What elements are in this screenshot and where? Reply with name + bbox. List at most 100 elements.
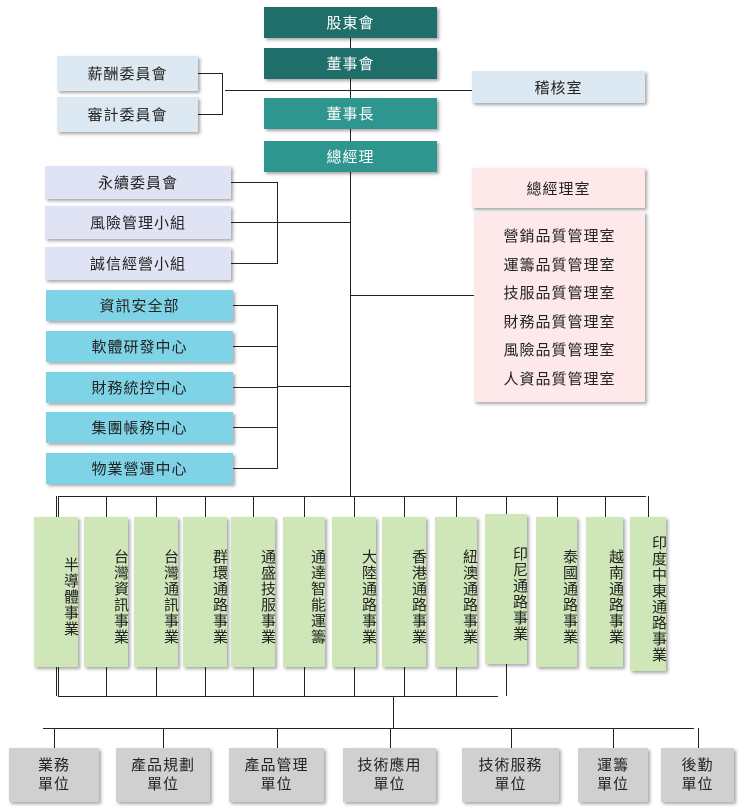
business-drop-line	[605, 496, 606, 517]
function-unit-line2: 單位	[373, 775, 406, 793]
gm-office-connector	[350, 295, 474, 296]
business-bottom-stub	[404, 667, 405, 696]
gm-office-item: 營銷品質管理室	[503, 227, 616, 246]
business-unit-box: 通盛技服事業	[231, 517, 277, 667]
sustainability-committee-box: 永續委員會	[45, 166, 231, 199]
function-unit-box: 技術應用單位	[343, 748, 436, 802]
business-drop-line	[106, 496, 107, 517]
business-bottom-stub	[156, 667, 157, 696]
center-box-2: 軟體研發中心	[46, 331, 233, 362]
business-drop-line	[557, 496, 558, 517]
function-unit-line2: 單位	[260, 775, 293, 793]
business-drop-line	[205, 496, 206, 517]
business-unit-box: 越南通路事業	[586, 517, 625, 667]
sust-stub	[231, 182, 277, 183]
business-drop-line	[354, 496, 355, 517]
gm-office-title-box: 總經理室	[472, 168, 645, 208]
chairman-box: 董事長	[264, 98, 437, 129]
unit-drop-stub	[511, 728, 512, 748]
center-stub-1	[233, 305, 277, 306]
board-audit-connector	[225, 90, 472, 91]
function-unit-line1: 產品規劃	[130, 756, 195, 775]
integrity-group-box: 誠信經營小組	[45, 247, 231, 280]
business-unit-box: 印尼通路事業	[485, 514, 529, 664]
audit-office-box: 稽核室	[472, 71, 645, 103]
business-bottom-bus	[58, 696, 498, 697]
center-box-3: 財務統控中心	[46, 372, 233, 403]
comp-committee-stub	[198, 73, 222, 74]
main-trunk-line	[350, 37, 351, 497]
audit-committee-box: 審計委員會	[57, 97, 198, 132]
function-unit-line1: 後勤	[681, 756, 714, 775]
center-box-4: 集團帳務中心	[46, 412, 233, 443]
business-unit-box: 台灣資訊事業	[84, 517, 130, 667]
compensation-committee-box: 薪酬委員會	[57, 56, 198, 91]
function-unit-box: 後勤單位	[661, 748, 734, 802]
business-unit-box: 香港通路事業	[382, 517, 428, 667]
business-bottom-stub	[253, 667, 254, 696]
group-connector	[277, 222, 350, 223]
center-bracket	[277, 305, 278, 469]
business-unit-box: 台灣通訊事業	[134, 517, 180, 667]
function-unit-box: 運籌單位	[578, 748, 648, 802]
business-bottom-stub	[456, 667, 457, 696]
center-stub-4	[233, 427, 277, 428]
function-unit-box: 技術服務單位	[462, 748, 559, 802]
function-unit-line2: 單位	[146, 775, 179, 793]
center-box-1: 資訊安全部	[46, 290, 233, 321]
group-bracket	[277, 182, 278, 264]
business-bottom-stub	[56, 667, 57, 696]
function-unit-line1: 運籌	[596, 756, 629, 775]
business-unit-box: 群環通路事業	[183, 517, 229, 667]
unit-drop-stub	[613, 728, 614, 748]
gm-office-list: 營銷品質管理室 運籌品質管理室 技服品質管理室 財務品質管理室 風險品質管理室 …	[474, 212, 645, 402]
business-unit-box: 通達智能運籌	[283, 517, 327, 667]
business-drop-line	[404, 496, 405, 517]
unit-bus	[43, 728, 694, 729]
center-stub-5	[233, 468, 277, 469]
unit-drop-stub	[54, 728, 55, 748]
business-bottom-stub	[506, 664, 507, 696]
unit-drop-line	[393, 696, 394, 728]
function-unit-line2: 單位	[596, 775, 629, 793]
integrity-stub	[231, 263, 277, 264]
function-unit-line2: 單位	[494, 775, 527, 793]
unit-drop-stub	[277, 728, 278, 748]
gm-office-item: 人資品質管理室	[503, 369, 616, 388]
function-unit-box: 業務單位	[9, 748, 99, 802]
business-drop-line	[506, 496, 507, 517]
business-unit-box: 紐澳通路事業	[435, 517, 479, 667]
business-drop-line	[56, 496, 57, 517]
business-bottom-stub	[354, 667, 355, 696]
gm-office-item: 風險品質管理室	[503, 341, 616, 360]
unit-drop-stub	[390, 728, 391, 748]
center-connector	[277, 386, 350, 387]
unit-drop-stub	[163, 728, 164, 748]
business-unit-box: 半導體事業	[34, 517, 80, 667]
function-unit-line1: 技術應用	[357, 756, 422, 775]
business-unit-box: 泰國通路事業	[536, 517, 579, 667]
center-box-5: 物業營運中心	[46, 453, 233, 484]
center-stub-2	[233, 346, 277, 347]
risk-management-group-box: 風險管理小組	[45, 206, 231, 239]
function-unit-line2: 單位	[681, 775, 714, 793]
business-drop-line	[456, 496, 457, 517]
business-unit-box: 大陸通路事業	[332, 517, 378, 667]
gm-office-item: 財務品質管理室	[503, 312, 616, 331]
business-bottom-stub	[304, 667, 305, 696]
function-unit-box: 產品規劃單位	[116, 748, 210, 802]
gm-office-item: 運籌品質管理室	[503, 255, 616, 274]
function-unit-box: 產品管理單位	[229, 748, 324, 802]
business-bottom-stub	[205, 667, 206, 696]
gm-office-item: 技服品質管理室	[503, 284, 616, 303]
business-drop-line	[304, 496, 305, 517]
audit-committee-stub	[198, 114, 222, 115]
committee-bracket	[222, 73, 223, 115]
business-drop-line	[156, 496, 157, 517]
shareholders-meeting-box: 股東會	[264, 7, 437, 38]
center-stub-3	[233, 387, 277, 388]
business-drop-line	[648, 496, 649, 517]
president-box: 總經理	[264, 141, 437, 172]
business-unit-box: 印度中東通路事業	[630, 517, 668, 671]
risk-stub	[231, 222, 277, 223]
